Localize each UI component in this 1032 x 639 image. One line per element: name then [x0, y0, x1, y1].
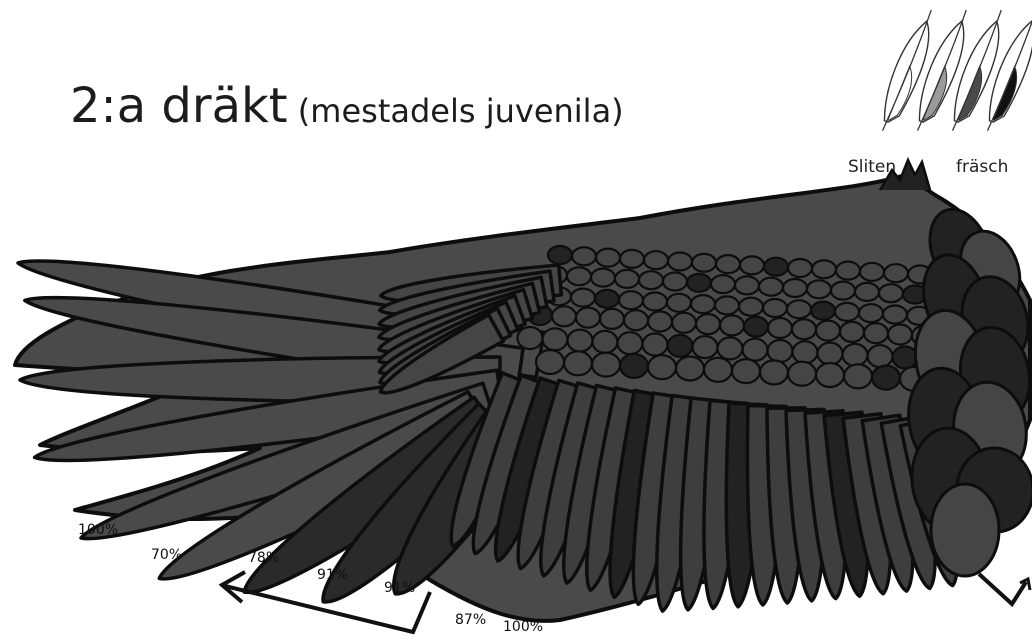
covert-feather — [691, 295, 715, 313]
covert-feather — [739, 298, 763, 316]
covert-feather — [835, 303, 859, 321]
pct-label-4: 91% — [317, 567, 348, 583]
covert-feather — [668, 253, 692, 271]
covert-feather — [715, 296, 739, 314]
covert-feather — [548, 246, 572, 264]
pct-label-2: 70% — [151, 547, 182, 563]
pct-label-6: 87% — [455, 612, 486, 628]
covert-feather — [663, 273, 687, 291]
covert-feather — [788, 259, 812, 277]
covert-feather — [843, 344, 868, 366]
covert-feather — [812, 260, 836, 278]
covert-feather — [764, 258, 788, 276]
covert-feather — [543, 328, 568, 350]
covert-feather — [883, 306, 907, 324]
covert-feather — [696, 314, 720, 334]
arrow-bottom-right-icon — [979, 574, 1026, 604]
covert-feather — [620, 250, 644, 268]
covert-feather — [693, 336, 718, 358]
covert-feather — [648, 355, 676, 379]
covert-feather — [859, 304, 883, 322]
scapular-feather — [931, 484, 999, 576]
covert-feather — [792, 319, 816, 339]
covert-feather — [787, 300, 811, 318]
covert-feather — [595, 290, 619, 308]
covert-feather — [704, 358, 732, 382]
pct-label-1: 100% — [78, 522, 118, 538]
covert-feather — [740, 256, 764, 274]
covert-feather — [643, 293, 667, 311]
covert-feather — [855, 283, 879, 301]
covert-feather — [572, 247, 596, 265]
covert-feather — [676, 357, 704, 381]
covert-feather — [720, 315, 744, 335]
covert-feather — [564, 351, 592, 375]
covert-feather — [643, 334, 668, 356]
covert-feather — [624, 310, 648, 330]
covert-feather — [619, 291, 643, 309]
covert-feather — [816, 363, 844, 387]
covert-feather — [571, 289, 595, 307]
covert-feather — [672, 313, 696, 333]
covert-feather — [818, 343, 843, 365]
covert-feather — [884, 264, 908, 282]
covert-feather — [879, 284, 903, 302]
covert-feather — [768, 318, 792, 338]
covert-feather — [568, 330, 593, 352]
covert-feather — [888, 325, 912, 345]
covert-feather — [836, 262, 860, 280]
covert-feather — [600, 309, 624, 329]
covert-feather — [768, 340, 793, 362]
covert-feather — [893, 347, 918, 369]
covert-feather — [518, 327, 543, 349]
covert-feather — [807, 280, 831, 298]
covert-feather — [692, 254, 716, 272]
covert-feather — [687, 274, 711, 292]
covert-feather — [868, 345, 893, 367]
covert-feather — [716, 255, 740, 273]
covert-feather — [596, 249, 620, 267]
covert-feather — [591, 269, 615, 287]
pct-label-5: 91% — [384, 580, 415, 596]
covert-feather — [615, 270, 639, 288]
covert-feather — [576, 308, 600, 328]
covert-feather — [536, 350, 564, 374]
covert-feather — [618, 332, 643, 354]
covert-feather — [793, 341, 818, 363]
pct-label-3: 78% — [248, 550, 279, 566]
covert-feather — [844, 364, 872, 388]
covert-feather — [763, 299, 787, 317]
covert-feather — [732, 359, 760, 383]
covert-feather — [567, 267, 591, 285]
shoulder-edge — [880, 160, 930, 190]
covert-feather — [718, 337, 743, 359]
covert-feather — [744, 317, 768, 337]
covert-feather — [788, 362, 816, 386]
pct-label-7: 100% — [503, 619, 543, 635]
covert-feather — [783, 279, 807, 297]
covert-feather — [840, 322, 864, 342]
covert-feather — [639, 271, 663, 289]
covert-feather — [644, 251, 668, 269]
covert-feather — [864, 323, 888, 343]
covert-feather — [593, 331, 618, 353]
covert-feather — [816, 321, 840, 341]
covert-feather — [648, 312, 672, 332]
covert-feather — [552, 306, 576, 326]
covert-feather — [592, 353, 620, 377]
covert-feather — [872, 366, 900, 390]
covert-feather — [759, 278, 783, 296]
covert-feather — [743, 339, 768, 361]
covert-feather — [760, 360, 788, 384]
covert-feather — [668, 335, 693, 357]
covert-feather — [620, 354, 648, 378]
covert-feather — [811, 302, 835, 320]
covert-feather — [667, 294, 691, 312]
covert-feather — [860, 263, 884, 281]
covert-feather — [735, 276, 759, 294]
covert-feather — [711, 275, 735, 293]
covert-feather — [831, 282, 855, 300]
